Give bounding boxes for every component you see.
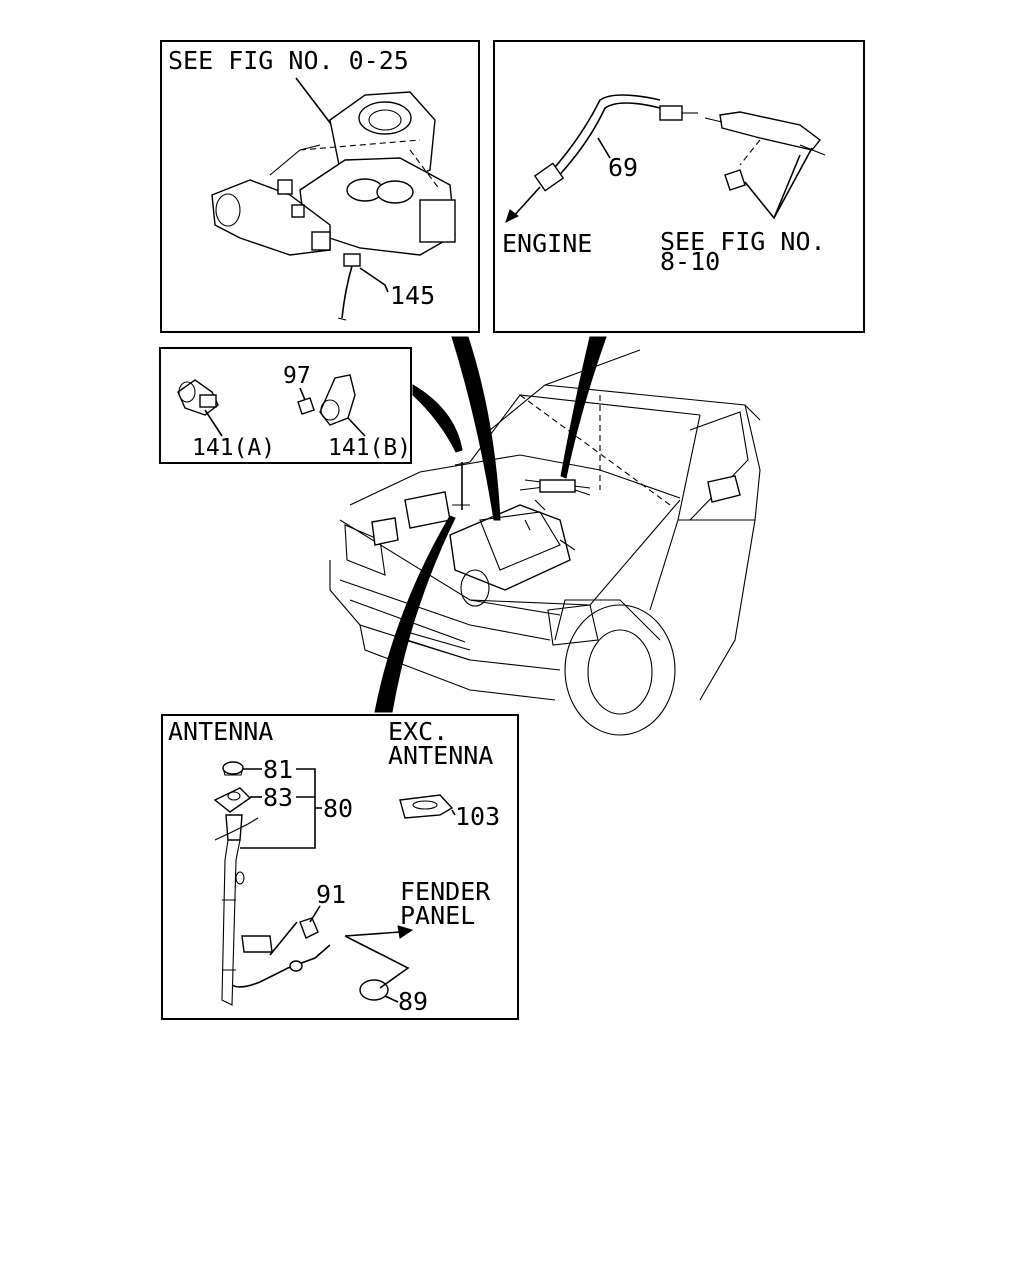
part-103-label: 103 — [455, 802, 500, 831]
see-fig-no-label: SEE FIG NO. — [660, 227, 826, 256]
panel-throttle-body: SEE FIG NO. 0-25 145 — [160, 40, 480, 333]
engine-label: ENGINE — [502, 229, 592, 258]
exc-label: EXC. — [388, 717, 448, 746]
clip-141a-drawing — [177, 379, 219, 416]
vehicle-illustration — [329, 349, 761, 736]
panel-antenna: ANTENNA EXC. ANTENNA — [161, 714, 519, 1020]
antenna-drawing — [213, 761, 454, 1006]
exc-antenna-label: ANTENNA — [388, 741, 493, 770]
antenna-heading: ANTENNA — [168, 717, 273, 746]
part-97-label: 97 — [283, 363, 311, 389]
panel-clips: 141(A) 97 141(B) — [159, 347, 412, 464]
part-81-label: 81 — [263, 755, 293, 784]
part-89-label: 89 — [398, 987, 428, 1016]
part-80-label: 80 — [323, 794, 353, 823]
part-141b-label: 141(B) — [328, 435, 411, 461]
panel-harness-frame — [493, 40, 865, 333]
part-91-label: 91 — [316, 880, 346, 909]
part-69-label: 69 — [608, 153, 638, 182]
throttle-body-drawing — [211, 91, 456, 321]
panel-antenna-frame — [161, 714, 519, 1020]
panel-label: PANEL — [400, 901, 475, 930]
fender-label: FENDER — [400, 877, 491, 906]
see-fig-8-10-label: 8-10 — [660, 247, 720, 276]
part-141a-label: 141(A) — [192, 435, 275, 461]
part-145-label: 145 — [390, 281, 435, 310]
clip-141b-drawing — [297, 374, 356, 426]
panel-harness: 69 ENGINE SEE FIG NO. 8-10 — [493, 40, 865, 333]
see-fig-0-25-label: SEE FIG NO. 0-25 — [168, 46, 409, 75]
harness-drawing — [505, 94, 826, 223]
callout-wedges — [374, 336, 607, 713]
part-83-label: 83 — [263, 783, 293, 812]
